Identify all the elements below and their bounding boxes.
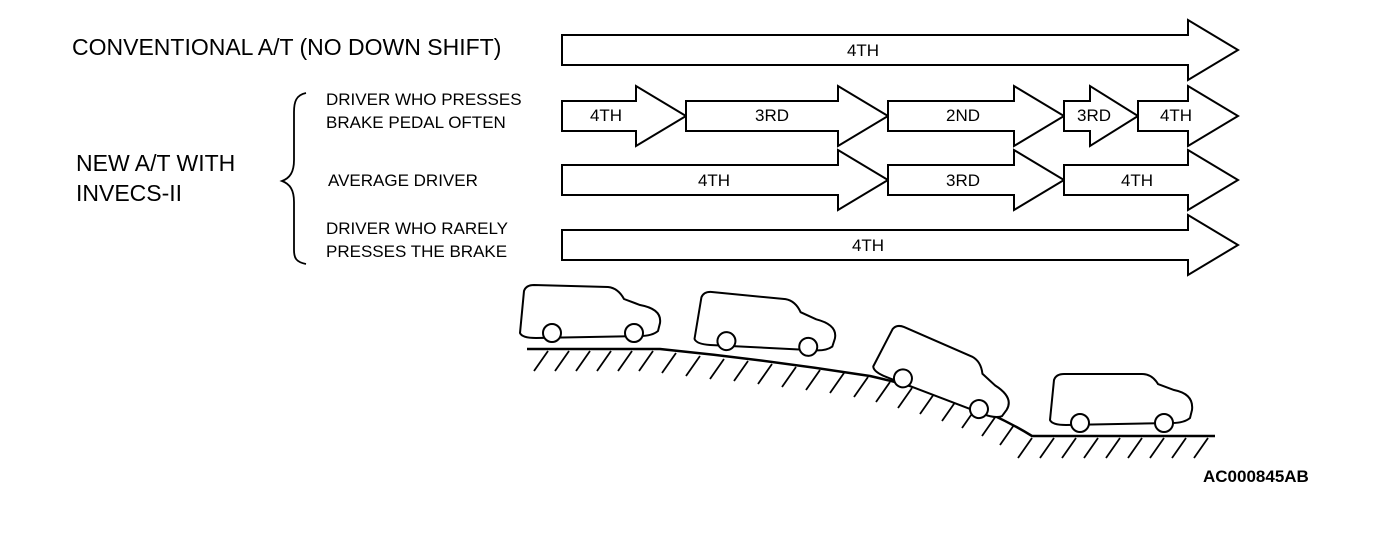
wheel	[892, 368, 913, 389]
figure-code: AC000845AB	[1203, 467, 1309, 486]
shift-arrow	[685, 84, 890, 148]
shift-arrow	[1063, 84, 1140, 148]
wheel	[1154, 413, 1174, 433]
wheel	[716, 331, 737, 352]
wheel	[968, 399, 989, 420]
wheel	[1070, 413, 1090, 433]
gear-label: 4TH	[852, 236, 884, 255]
car-body	[872, 324, 1010, 419]
ground-hatching	[533, 350, 1209, 459]
shift-arrow	[561, 18, 1240, 82]
shift-arrow	[561, 213, 1240, 277]
car-3	[872, 324, 1010, 420]
shift-arrow	[561, 84, 688, 148]
brake-often-label-line1: DRIVER WHO PRESSES	[326, 90, 522, 109]
gear-label: 3RD	[755, 106, 789, 125]
row-rarely: 4TH	[561, 213, 1240, 277]
row-brake-often: 4TH 3RD 2ND 3RD 4TH	[561, 84, 1240, 148]
shift-arrow	[1063, 148, 1240, 212]
row-average: 4TH 3RD 4TH	[561, 148, 1240, 212]
wheel	[624, 323, 644, 343]
gear-label: 4TH	[590, 106, 622, 125]
rarely-label-line2: PRESSES THE BRAKE	[326, 242, 508, 261]
car-1	[518, 283, 662, 343]
shift-arrow	[887, 84, 1066, 148]
gear-label: 3RD	[1077, 106, 1111, 125]
car-4	[1048, 373, 1194, 433]
shift-arrow	[561, 148, 890, 212]
new-at-label-line1: NEW A/T WITH	[76, 150, 236, 176]
car-2	[693, 290, 837, 357]
rarely-label-line1: DRIVER WHO RARELY	[326, 219, 508, 238]
gear-label: 4TH	[1121, 171, 1153, 190]
average-driver-label: AVERAGE DRIVER	[328, 171, 478, 190]
brake-often-label-line2: BRAKE PEDAL OFTEN	[326, 113, 506, 132]
shift-arrow	[1137, 84, 1240, 148]
gear-label: 4TH	[1160, 106, 1192, 125]
row-conventional: 4TH	[561, 18, 1240, 82]
gear-label: 4TH	[698, 171, 730, 190]
new-at-label-line2: INVECS-II	[76, 180, 183, 206]
wheel	[798, 336, 819, 357]
gear-label: 2ND	[946, 106, 980, 125]
gear-label: 4TH	[847, 41, 879, 60]
car-body	[1048, 373, 1194, 427]
conventional-label: CONVENTIONAL A/T (NO DOWN SHIFT)	[72, 34, 502, 60]
wheel	[542, 323, 562, 343]
shift-arrow	[887, 148, 1066, 212]
brace	[279, 92, 307, 265]
gear-label: 3RD	[946, 171, 980, 190]
